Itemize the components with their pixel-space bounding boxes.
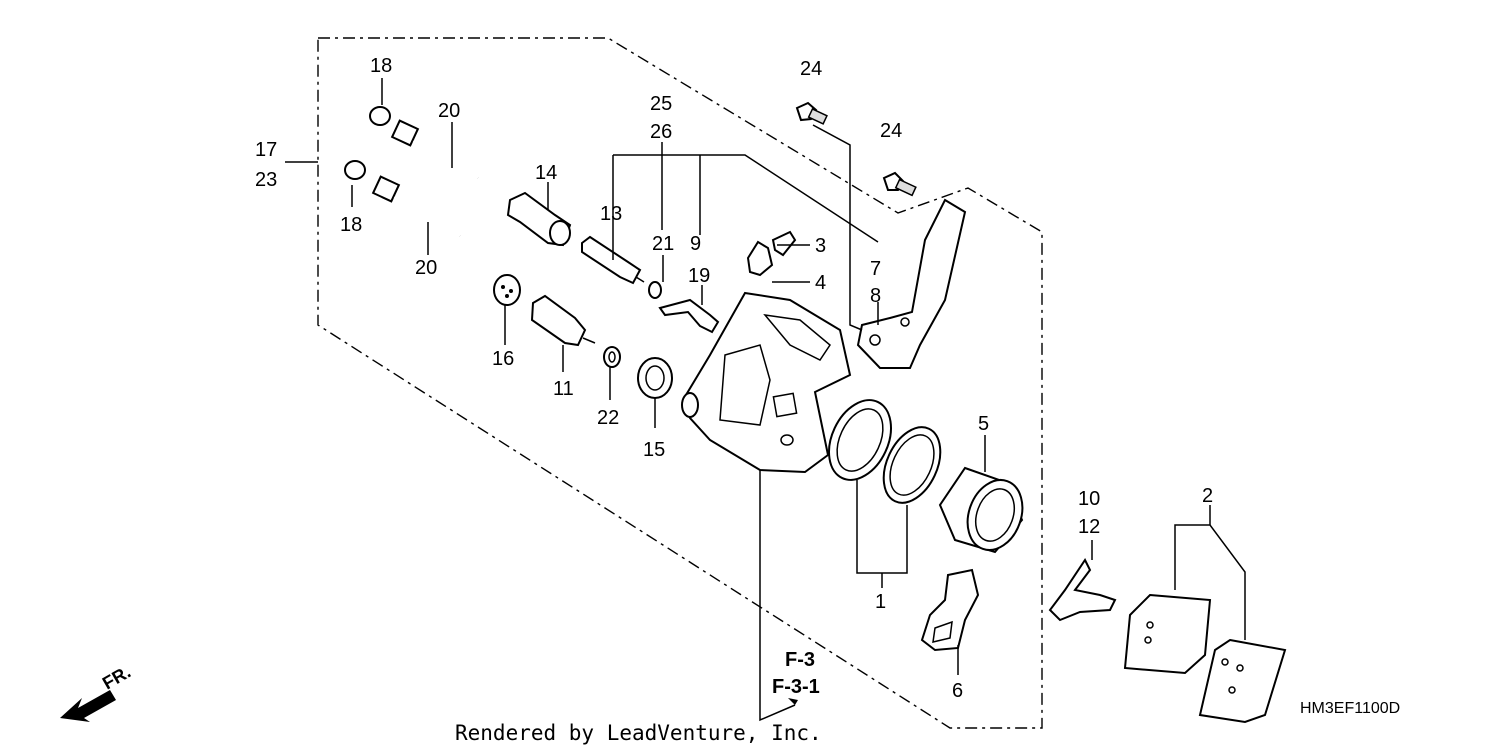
label-13[interactable]: 13 <box>600 203 622 225</box>
reference-f3-1[interactable]: F-3-1 <box>772 676 820 698</box>
boot[interactable] <box>637 357 673 399</box>
label-26[interactable]: 26 <box>650 121 672 143</box>
label-20[interactable]: 20 <box>415 257 437 279</box>
label-9[interactable]: 9 <box>690 233 701 255</box>
bolt[interactable] <box>795 101 917 197</box>
slide-pin[interactable] <box>530 294 596 347</box>
label-7[interactable]: 7 <box>870 258 881 280</box>
caliper-body[interactable] <box>681 291 852 474</box>
label-19[interactable]: 19 <box>688 265 710 287</box>
label-4[interactable]: 4 <box>815 272 826 294</box>
pin-boot[interactable] <box>344 106 391 180</box>
label-2[interactable]: 2 <box>1202 485 1213 507</box>
label-6[interactable]: 6 <box>952 680 963 702</box>
diagram-code: HM3EF1100D <box>1300 700 1400 717</box>
label-8[interactable]: 8 <box>870 285 881 307</box>
reference-f3[interactable]: F-3 <box>785 649 815 671</box>
washer[interactable] <box>603 346 621 368</box>
piston-seal[interactable] <box>817 390 952 512</box>
caliper-pin[interactable] <box>371 119 480 239</box>
bleeder-pin[interactable] <box>581 235 645 285</box>
direction-label: FR. <box>99 662 134 694</box>
pad-spring[interactable] <box>1048 558 1117 622</box>
assembly-boundary <box>317 37 1043 729</box>
label-17[interactable]: 17 <box>255 139 277 161</box>
label-11[interactable]: 11 <box>553 378 574 400</box>
label-3[interactable]: 3 <box>815 235 826 257</box>
bleeder-screw[interactable] <box>746 230 797 277</box>
washer[interactable] <box>648 281 662 299</box>
label-16[interactable]: 16 <box>492 348 514 370</box>
label-22[interactable]: 22 <box>597 407 619 429</box>
label-10[interactable]: 10 <box>1078 488 1100 510</box>
piston[interactable] <box>938 466 1032 558</box>
label-18[interactable]: 18 <box>340 214 362 236</box>
label-21[interactable]: 21 <box>652 233 674 255</box>
dust-boot[interactable] <box>493 274 521 306</box>
leader-lines <box>285 78 1246 722</box>
caliper-bracket[interactable] <box>856 198 967 369</box>
brake-pad[interactable] <box>1123 593 1287 724</box>
label-23[interactable]: 23 <box>255 169 277 191</box>
label-15[interactable]: 15 <box>643 439 665 461</box>
clip[interactable] <box>658 298 720 334</box>
label-1[interactable]: 1 <box>875 591 886 613</box>
front-direction-arrow: FR. <box>60 662 134 722</box>
label-24[interactable]: 24 <box>800 58 822 80</box>
label-25[interactable]: 25 <box>650 93 672 115</box>
label-20[interactable]: 20 <box>438 100 460 122</box>
label-5[interactable]: 5 <box>978 413 989 435</box>
sleeve[interactable] <box>506 191 572 247</box>
label-24[interactable]: 24 <box>880 120 902 142</box>
pad-retainer[interactable] <box>920 568 980 652</box>
label-14[interactable]: 14 <box>535 162 557 184</box>
label-12[interactable]: 12 <box>1078 516 1100 538</box>
credit-text: Rendered by LeadVenture, Inc. <box>455 721 822 745</box>
label-18[interactable]: 18 <box>370 55 392 77</box>
